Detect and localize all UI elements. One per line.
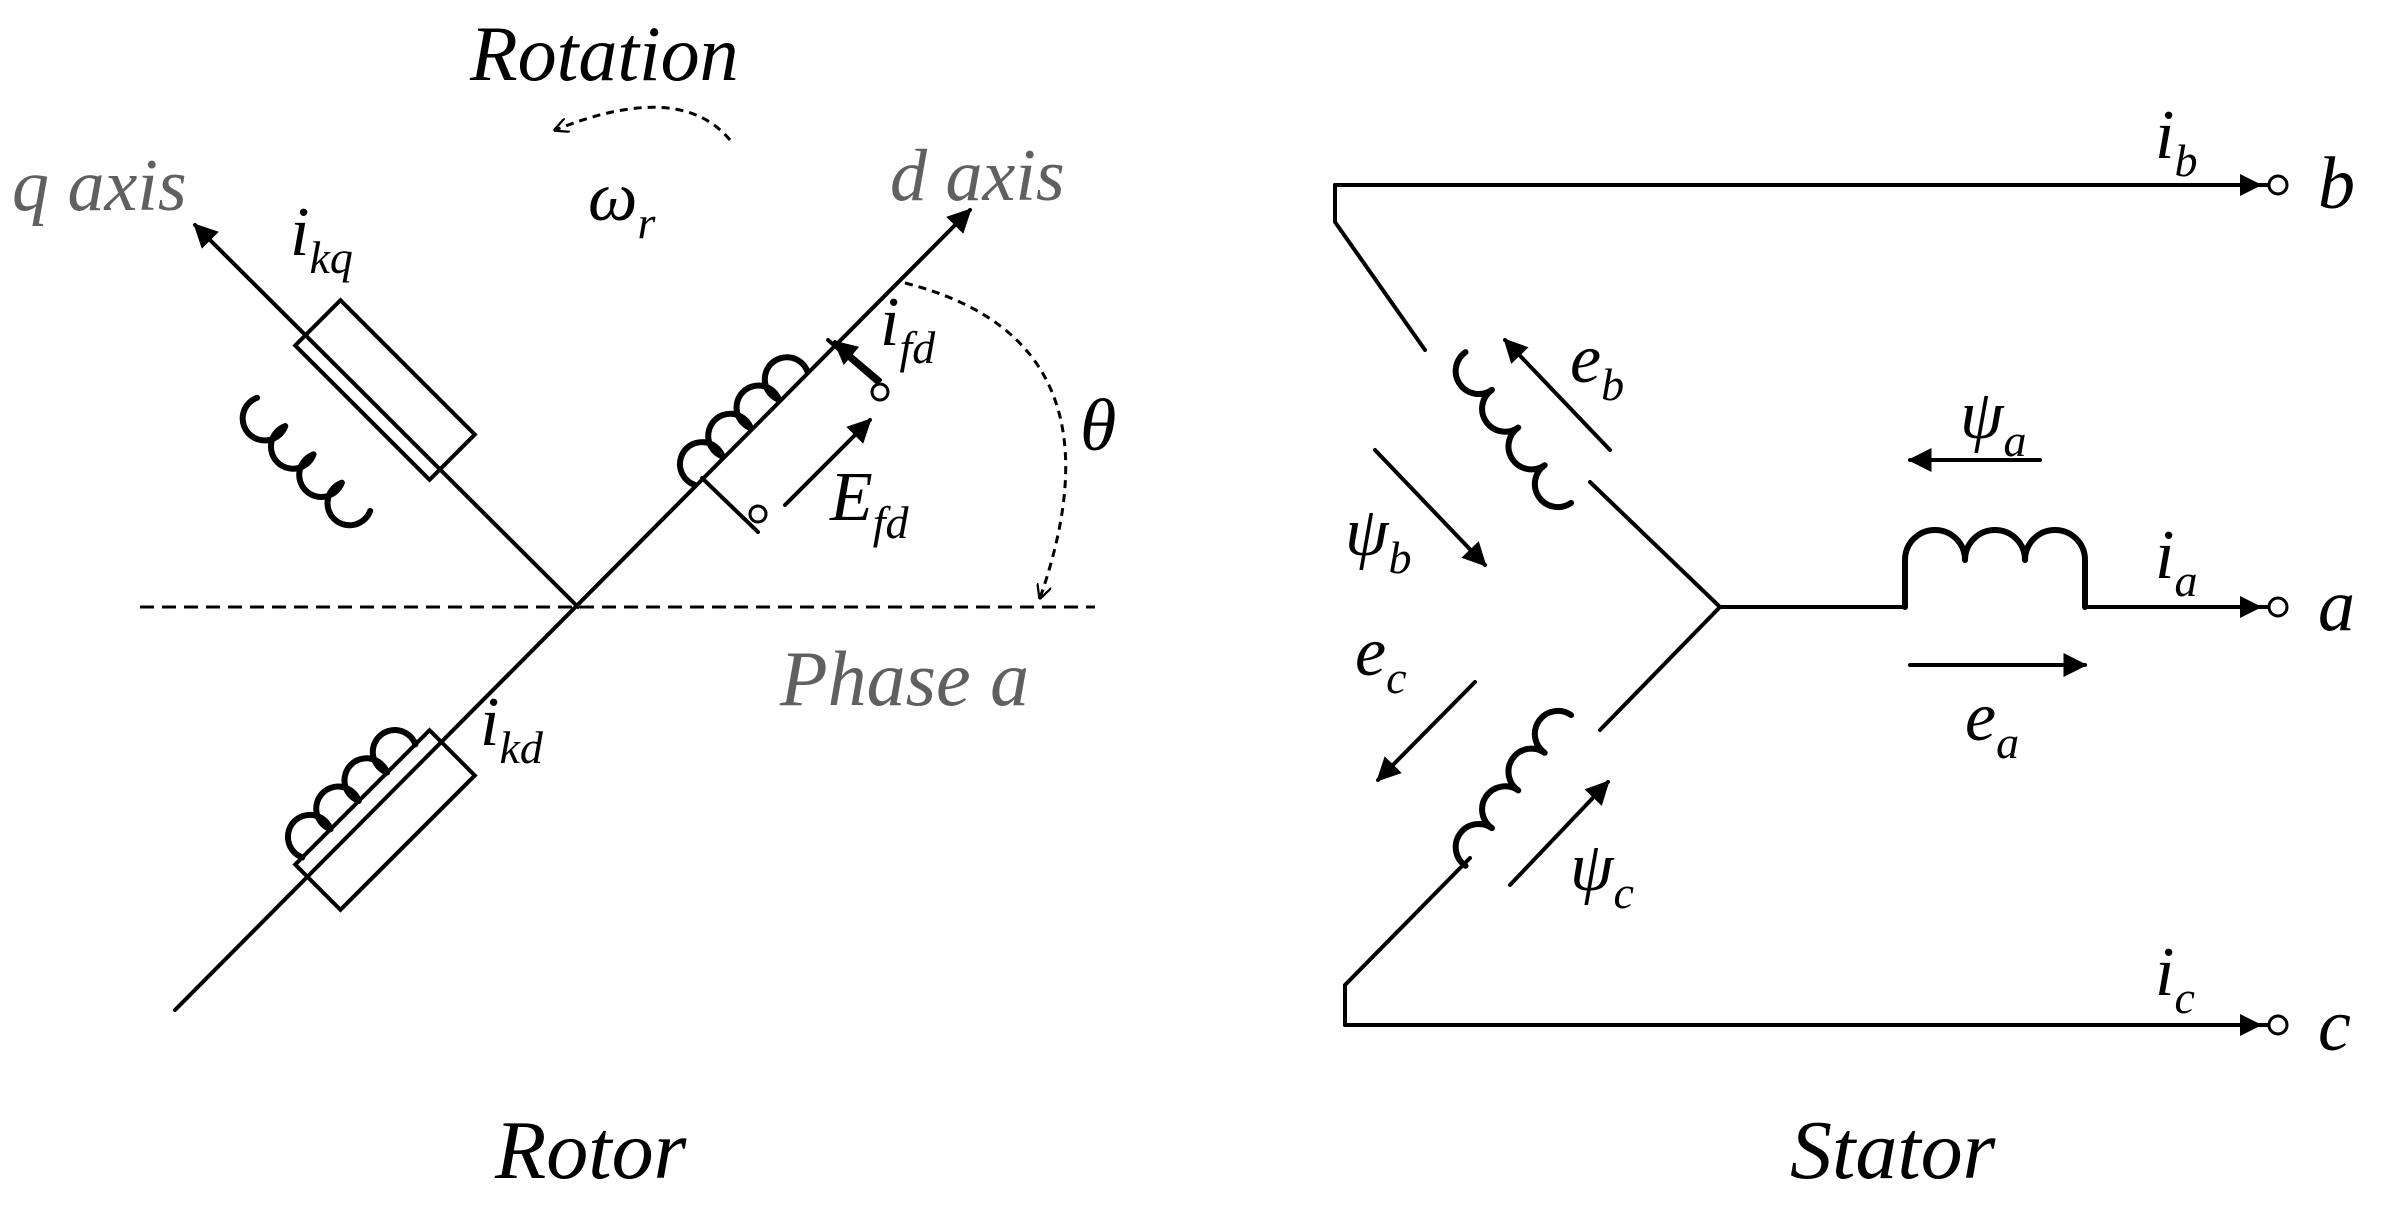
kq-winding: [239, 297, 478, 529]
wire-b-diag-lower: [1588, 480, 1722, 609]
d-axis-line: [173, 208, 972, 1012]
e-c-arrow: [1376, 680, 1477, 782]
rotor-title: Rotor: [494, 1104, 687, 1197]
i-a-arrowhead: [2240, 596, 2262, 618]
coil-b: [1452, 349, 1575, 511]
psi-b-label: ψb: [1345, 494, 1411, 583]
i-b-arrowhead: [2240, 174, 2262, 196]
psi-b-arrow: [1373, 448, 1487, 567]
theta-arrow: [904, 281, 1068, 598]
kd-winding: [284, 727, 478, 913]
terminal-b: [2267, 174, 2289, 196]
e-fd-label: Efd: [829, 459, 910, 548]
rotor-group: Rotation ωr q axis d axis θ Phase a ikq …: [12, 10, 1116, 1197]
wire-c-diag-upper: [1598, 605, 1722, 732]
terminal-c: [2267, 1014, 2289, 1036]
theta-label: θ: [1080, 385, 1116, 467]
e-a-label: ea: [1965, 679, 2019, 768]
e-b-label: eb: [1570, 321, 1624, 410]
rotation-arrow: [555, 105, 732, 141]
fd-lead-upper: [826, 338, 882, 387]
d-axis-label: d axis: [890, 135, 1065, 217]
e-b-arrow: [1503, 338, 1612, 452]
fd-terminal-upper: [870, 382, 890, 402]
terminal-a: [2267, 596, 2289, 618]
phase-a-label: Phase a: [779, 635, 1029, 722]
wire-c-diag-lower: [1343, 856, 1472, 1027]
i-b-label: ib: [2155, 97, 2197, 186]
rotation-label: Rotation: [469, 10, 739, 97]
fd-lead-lower: [700, 476, 760, 534]
a-label: a: [2318, 565, 2355, 647]
i-kq-label: ikq: [290, 194, 353, 283]
q-axis-line: [193, 223, 580, 609]
stator-title: Stator: [1790, 1104, 1996, 1197]
b-label: b: [2318, 143, 2355, 225]
wire-b-diag-upper: [1333, 183, 1427, 352]
coil-a: [1902, 527, 2088, 610]
q-axis-label: q axis: [12, 145, 187, 227]
e-c-label: ec: [1355, 614, 1407, 703]
psi-c-label: ψc: [1570, 829, 1634, 918]
i-kd-label: ikd: [480, 684, 544, 773]
psi-c-arrow: [1508, 780, 1610, 887]
fd-terminal-lower: [748, 504, 768, 524]
c-label: c: [2318, 985, 2351, 1067]
i-fd-arrow: [833, 340, 882, 382]
i-a-label: ia: [2155, 517, 2197, 606]
fd-winding: [676, 354, 811, 488]
i-c-arrowhead: [2240, 1014, 2262, 1036]
i-fd-label: ifd: [880, 284, 936, 373]
omega-label: ωr: [588, 159, 656, 248]
i-c-label: ic: [2155, 934, 2195, 1023]
stator-group: ib b eb ψa ψb ia a ea ec ψc ic c Stator: [1333, 97, 2355, 1197]
psi-a-label: ψa: [1960, 377, 2026, 466]
e-fd-arrow: [783, 418, 872, 507]
coil-c: [1452, 707, 1575, 869]
